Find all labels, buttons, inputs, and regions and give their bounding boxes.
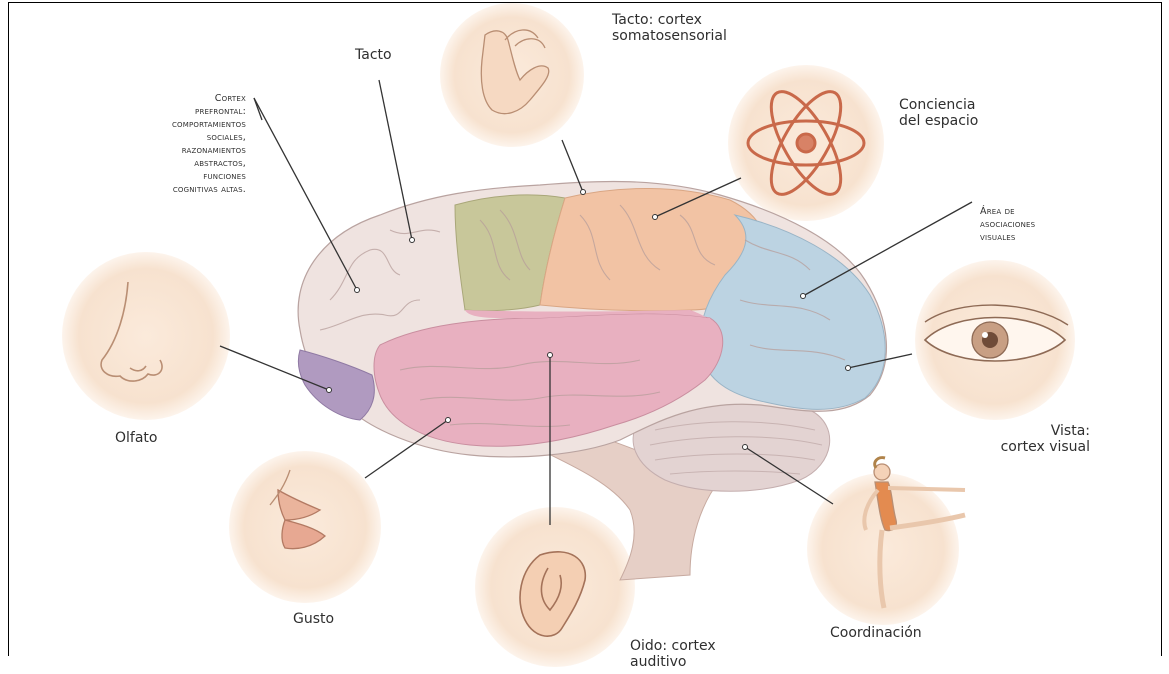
touch-cortex-line-2: somatosensorial bbox=[612, 28, 727, 44]
coordination-label: Coordinación bbox=[830, 625, 922, 641]
space-awareness-line-1: Conciencia bbox=[899, 97, 978, 113]
prefrontal-line-2: prefrontal: bbox=[108, 105, 246, 118]
visual-association-line-3: visuales bbox=[980, 231, 1035, 244]
smell-label: Olfato bbox=[115, 430, 157, 446]
prefrontal-line-3: comportamientos bbox=[108, 118, 246, 131]
prefrontal-line-8: cognitivas altas. bbox=[108, 183, 246, 196]
prefrontal-line-7: funciones bbox=[108, 170, 246, 183]
vision-line-2: cortex visual bbox=[960, 439, 1090, 455]
prefrontal-line-4: sociales, bbox=[108, 131, 246, 144]
prefrontal-line-5: razonamientos bbox=[108, 144, 246, 157]
touch-cortex-label: Tacto: cortex somatosensorial bbox=[612, 12, 727, 44]
space-awareness-label: Conciencia del espacio bbox=[899, 97, 978, 129]
vision-line-1: Vista: bbox=[960, 423, 1090, 439]
prefrontal-line-1: Cortex bbox=[108, 92, 246, 105]
visual-association-line-2: asociaciones bbox=[980, 218, 1035, 231]
tacto-label: Tacto bbox=[355, 47, 392, 63]
visual-association-line-1: Área de bbox=[980, 205, 1035, 218]
hearing-line-2: auditivo bbox=[630, 654, 716, 670]
space-awareness-line-2: del espacio bbox=[899, 113, 978, 129]
prefrontal-leader-2 bbox=[254, 98, 262, 120]
prefrontal-leader bbox=[254, 98, 357, 290]
hearing-line-1: Oido: cortex bbox=[630, 638, 716, 654]
taste-label: Gusto bbox=[293, 611, 334, 627]
visual-association-label: Área de asociaciones visuales bbox=[980, 205, 1035, 244]
prefrontal-line-6: abstractos, bbox=[108, 157, 246, 170]
vision-label: Vista: cortex visual bbox=[960, 423, 1090, 455]
touch-cortex-line-1: Tacto: cortex bbox=[612, 12, 727, 28]
hearing-label: Oido: cortex auditivo bbox=[630, 638, 716, 670]
smell-circle bbox=[62, 252, 230, 420]
prefrontal-label: Cortex prefrontal: comportamientos socia… bbox=[108, 92, 246, 196]
